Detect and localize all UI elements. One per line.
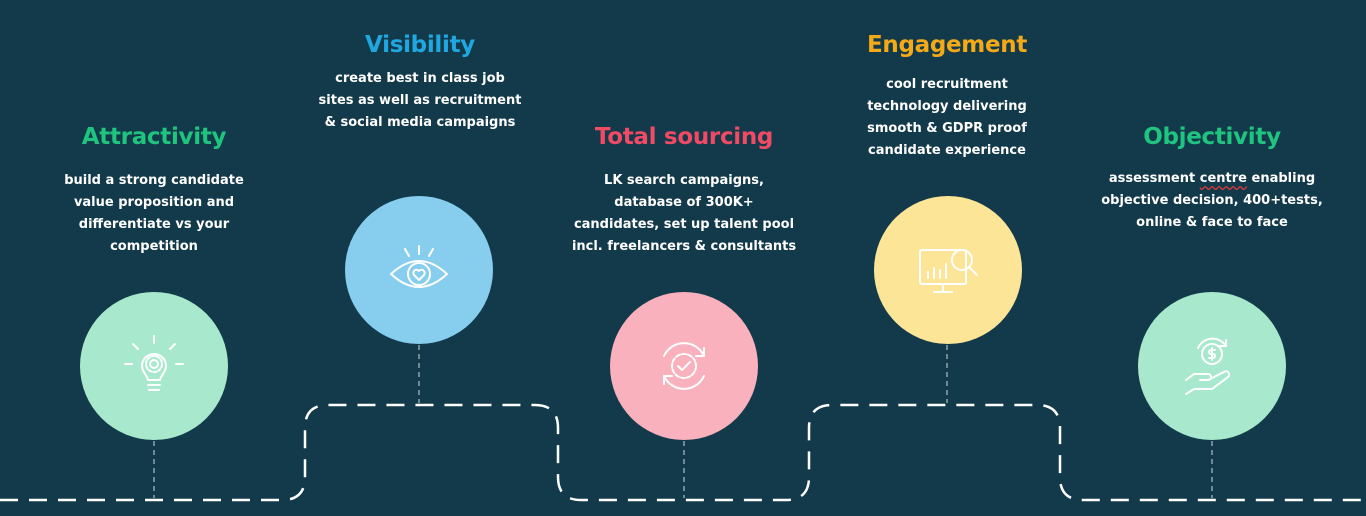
step-title-visibility: Visibility — [365, 32, 475, 58]
lightbulb-gear-icon — [124, 335, 184, 391]
step-desc-total-sourcing: LK search campaigns, database of 300K+ c… — [571, 173, 797, 254]
step-circle-attractivity — [80, 292, 228, 440]
step-desc-attractivity: build a strong candidate value propositi… — [64, 173, 244, 254]
step-desc-visibility: create best in class job sites as well a… — [318, 71, 522, 130]
step-desc-objectivity: assessment centre enabling objective dec… — [1101, 171, 1323, 230]
step-circle-visibility — [345, 196, 493, 344]
cycle-check-icon — [663, 342, 705, 390]
hand-coin-icon — [1185, 337, 1231, 395]
eye-heart-icon — [390, 245, 448, 288]
monitor-magnifier-icon — [919, 249, 978, 293]
step-title-attractivity: Attractivity — [81, 124, 227, 150]
step-circle-engagement — [874, 196, 1022, 344]
step-title-total-sourcing: Total sourcing — [594, 124, 774, 150]
step-title-engagement: Engagement — [866, 32, 1028, 58]
step-desc-engagement: cool recruitment technology delivering s… — [867, 77, 1027, 158]
step-title-objectivity: Objectivity — [1143, 124, 1281, 150]
step-circle-total-sourcing — [610, 292, 758, 440]
step-circle-objectivity — [1138, 292, 1286, 440]
